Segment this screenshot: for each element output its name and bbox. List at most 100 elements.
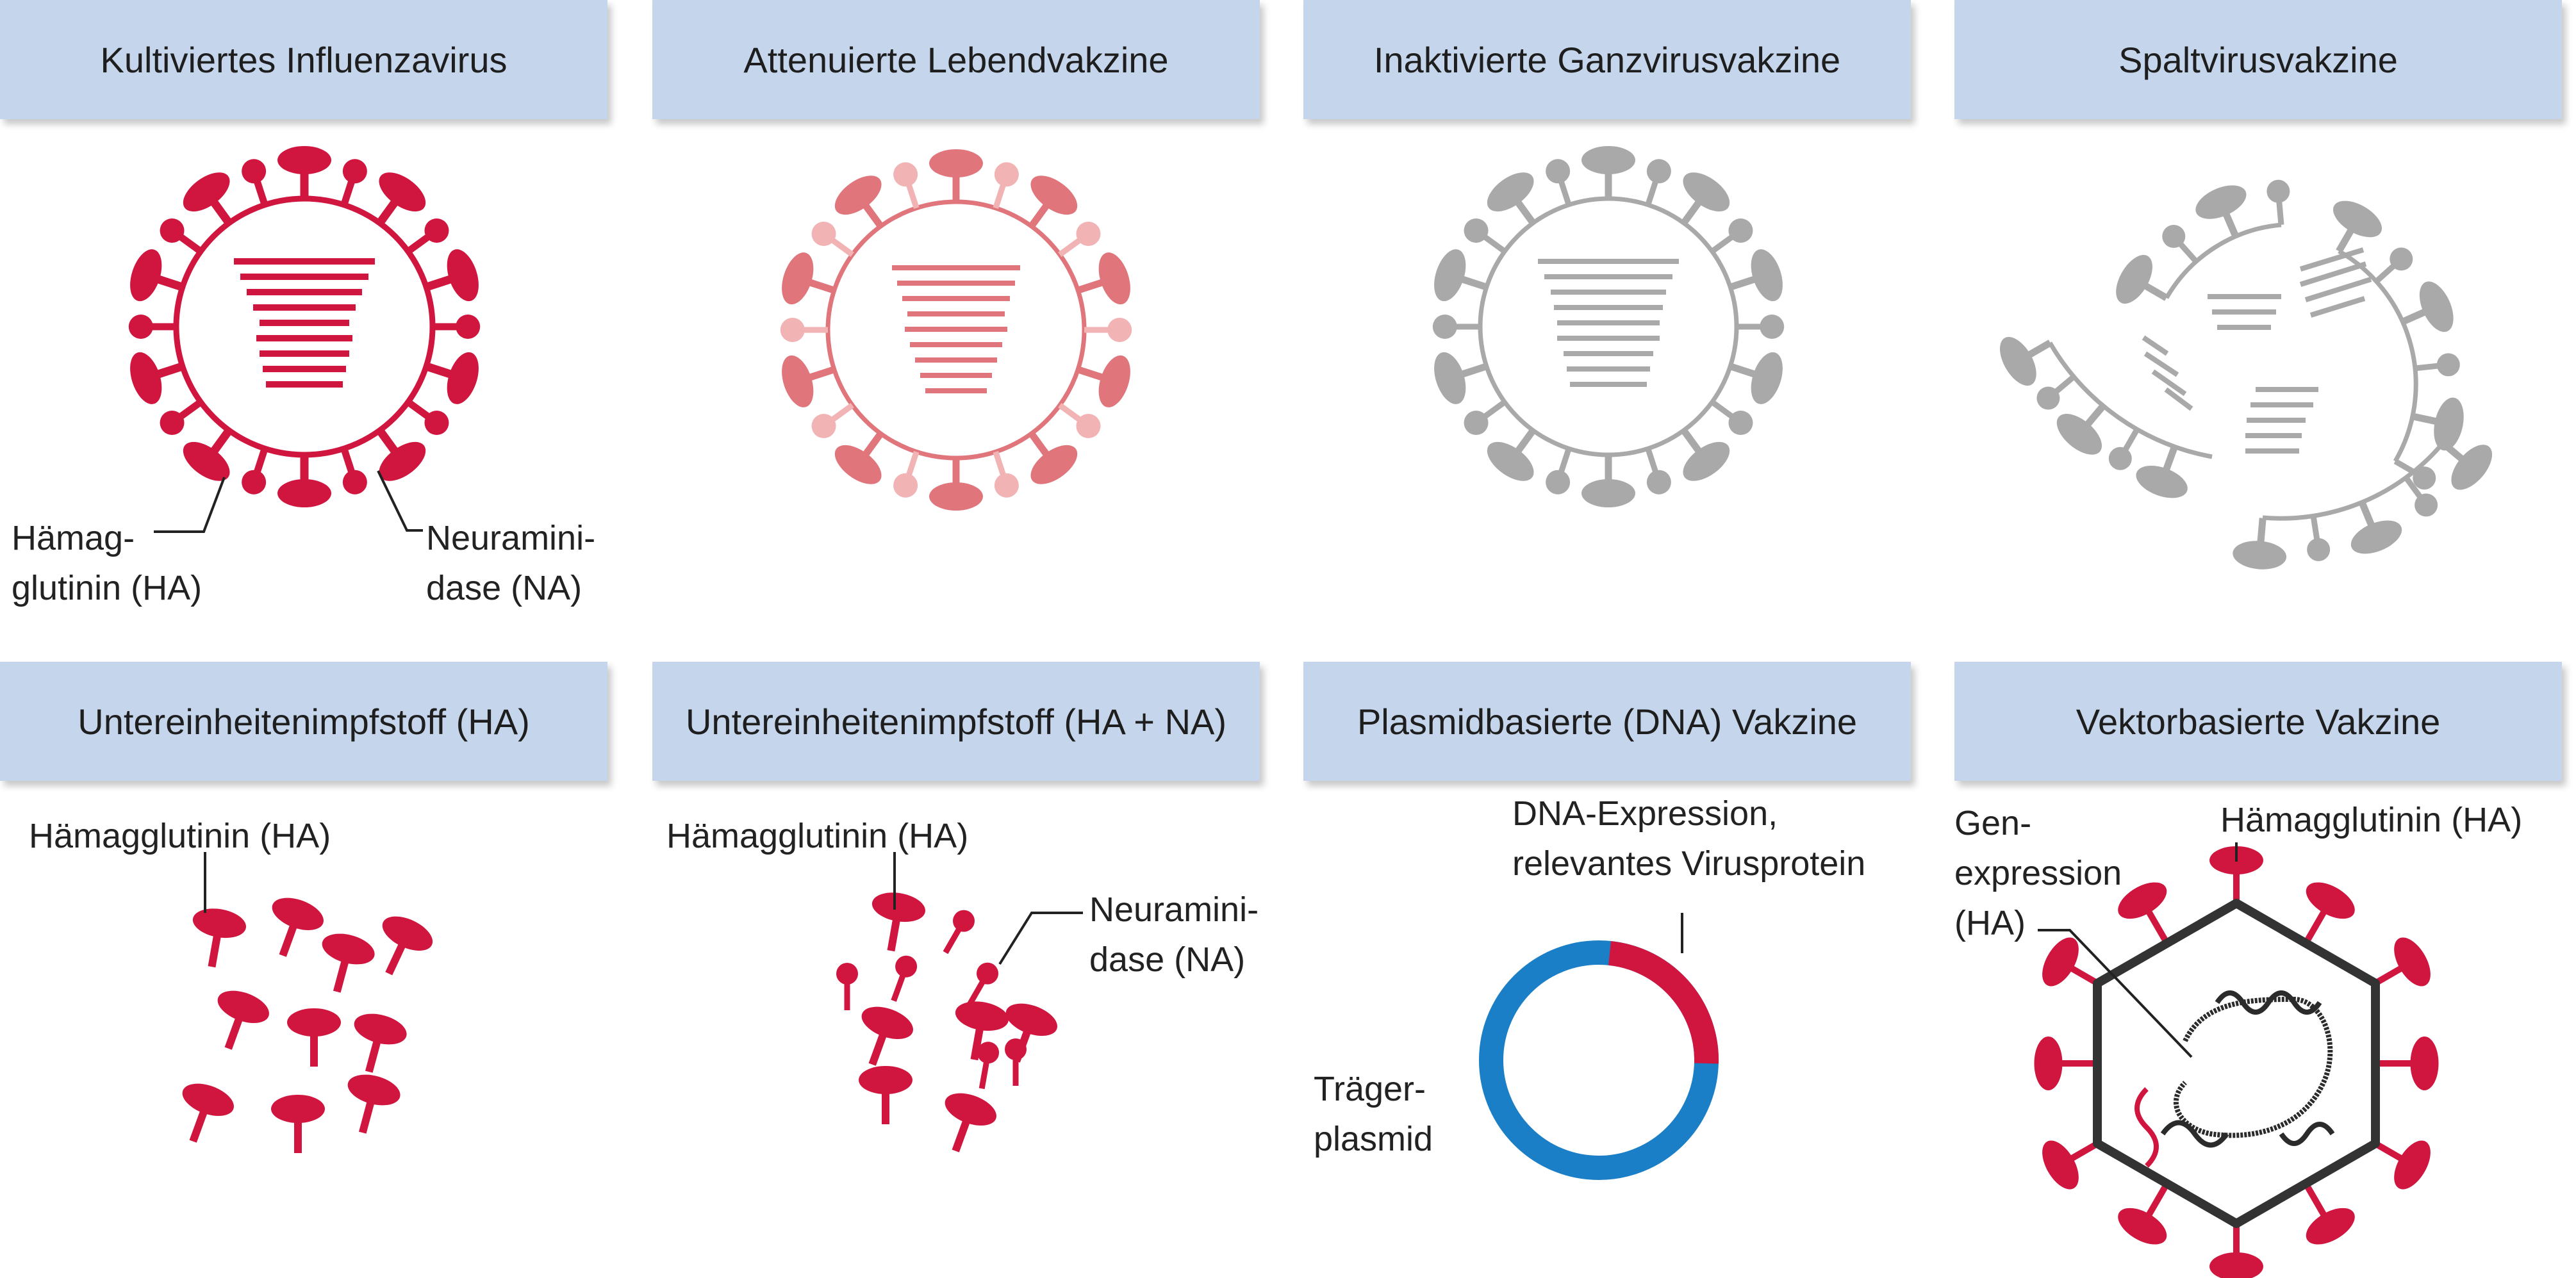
na-label-line2: dase (NA) — [1089, 940, 1246, 979]
ha-na-cluster-icon — [836, 892, 1057, 1152]
hemagglutinin-spike — [1434, 352, 1488, 404]
hemagglutinin-subunit — [382, 916, 433, 976]
neuraminidase-subunit — [891, 955, 918, 1002]
hemagglutinin-subunit — [182, 1083, 234, 1143]
hemagglutinin-spike — [1581, 455, 1635, 507]
neuraminidase-spike — [1546, 159, 1572, 206]
hemagglutinin-spike — [2118, 1181, 2170, 1245]
neuraminidase-subunit — [1005, 1038, 1027, 1086]
split-fragment-top — [2116, 179, 2290, 304]
neuraminidase-spike — [1058, 402, 1101, 439]
neuraminidase-spike — [2266, 179, 2290, 225]
ha-label-line1: Hämag- — [12, 519, 135, 557]
hemagglutinin-spike — [1681, 172, 1730, 225]
hemagglutinin-spike — [782, 252, 836, 305]
hemagglutinin-spike — [1028, 431, 1078, 484]
hemagglutinin-spike — [1729, 352, 1783, 404]
neuraminidase-spike — [1546, 447, 1572, 495]
vector-virus-icon — [2034, 846, 2439, 1278]
hemagglutinin-spike — [2209, 1224, 2263, 1278]
hemagglutinin-spike — [2302, 882, 2355, 946]
hemagglutinin-spike — [2411, 397, 2464, 451]
neuraminidase-spike — [893, 162, 920, 209]
neuraminidase-spike — [993, 162, 1019, 209]
hemagglutinin-spike — [2118, 882, 2170, 946]
hemagglutinin-subunit — [347, 1074, 400, 1134]
panel-title-plasmid: Plasmidbasierte (DNA) Vakzine — [1303, 662, 1911, 781]
na-label-line1: Neuramini- — [1089, 890, 1259, 929]
hemagglutinin-spike — [425, 249, 479, 302]
neuraminidase-spike — [2108, 428, 2140, 470]
hemagglutinin-spike — [183, 172, 233, 226]
neuraminidase-spike — [2393, 459, 2436, 490]
neuraminidase-spike — [893, 450, 920, 498]
neuraminidase-spike — [242, 159, 268, 206]
hemagglutinin-subunit — [945, 1093, 996, 1152]
ha-label: Hämagglutinin (HA) — [29, 817, 331, 855]
neuraminidase-spike — [1710, 218, 1753, 254]
neuraminidase-spike — [2415, 353, 2460, 377]
hemagglutinin-spike — [1681, 428, 1730, 481]
panel-title-attenuated: Attenuierte Lebendvakzine — [652, 0, 1260, 119]
hemagglutinin-spike — [2195, 185, 2247, 238]
cultivated-virus-icon — [128, 146, 481, 507]
hemagglutinin-spike — [1028, 176, 1078, 229]
hemagglutinin-spike — [834, 176, 884, 229]
hemagglutinin-spike — [1434, 249, 1488, 302]
panel-title-split: Spaltvirusvakzine — [1954, 0, 2562, 119]
gene-callout-line — [2038, 929, 2193, 1058]
hemagglutinin-subunit — [192, 908, 246, 968]
split-fragment-right — [2333, 201, 2464, 490]
panel-title-vector: Vektorbasierte Vakzine — [1954, 662, 2562, 781]
hemagglutinin-subunit — [354, 1013, 407, 1073]
hemagglutinin-spike — [929, 149, 983, 202]
neuraminidase-subunit — [943, 910, 975, 954]
na-label-line2: dase (NA) — [426, 569, 582, 607]
na-callout-line — [377, 470, 423, 532]
neuraminidase-spike — [993, 450, 1019, 498]
hemagglutinin-spike — [183, 427, 233, 481]
neuraminidase-spike — [406, 399, 449, 436]
ha-cluster-icon — [182, 897, 433, 1153]
neuraminidase-spike — [433, 315, 481, 339]
panel-title-subunit-ha-na: Untereinheitenimpfstoff (HA + NA) — [652, 662, 1260, 781]
carrier-plasmid-label-line1: Träger- — [1314, 1070, 1426, 1108]
hemagglutinin-spike — [376, 427, 426, 481]
hemagglutinin-subunit — [322, 933, 375, 993]
neuraminidase-spike — [1464, 399, 1507, 436]
neuraminidase-spike — [160, 218, 203, 254]
hemagglutinin-spike — [130, 249, 184, 302]
hemagglutinin-spike — [2042, 937, 2099, 987]
hemagglutinin-spike — [2233, 518, 2287, 569]
neuraminidase-spike — [406, 218, 449, 254]
carrier-plasmid-label-line2: plasmid — [1314, 1120, 1433, 1158]
hemagglutinin-spike — [2333, 201, 2382, 253]
hemagglutinin-spike — [782, 355, 836, 407]
hemagglutinin-spike — [1581, 146, 1635, 199]
hemagglutinin-spike — [1729, 249, 1783, 302]
neuraminidase-spike — [1645, 447, 1671, 495]
neuraminidase-spike — [340, 447, 367, 495]
ha-callout-line — [154, 477, 226, 533]
insert-segment — [1608, 941, 1719, 1064]
split-fragment-bottom-right — [2233, 440, 2493, 569]
hemagglutinin-spike — [1077, 355, 1130, 407]
hemagglutinin-spike — [2374, 1140, 2431, 1190]
hemagglutinin-subunit — [272, 897, 324, 957]
neuraminidase-spike — [128, 315, 176, 339]
panel-title-cultivated: Kultiviertes Influenzavirus — [0, 0, 607, 119]
neuraminidase-spike — [2307, 516, 2331, 561]
hemagglutinin-spike — [376, 172, 426, 226]
ha-label: Hämagglutinin (HA) — [666, 817, 969, 855]
hemagglutinin-spike — [277, 455, 331, 507]
neuraminidase-spike — [340, 159, 367, 206]
hemagglutinin-spike — [2042, 1140, 2099, 1190]
dna-expression-label-line1: DNA-Expression, — [1512, 794, 1778, 833]
hemagglutinin-spike — [2375, 1036, 2439, 1090]
neuraminidase-spike — [1432, 315, 1480, 339]
na-callout-line — [998, 912, 1083, 965]
neuraminidase-spike — [1084, 318, 1132, 342]
plasmid-icon — [1479, 940, 1719, 1180]
hemagglutinin-subunit — [871, 892, 925, 952]
hemagglutinin-subunit — [217, 990, 269, 1050]
